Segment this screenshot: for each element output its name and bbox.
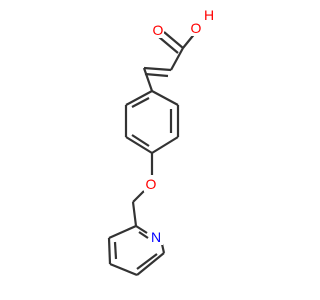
label-bg-carbonyl-o [152, 22, 164, 38]
label-bg-ether-o [144, 176, 158, 192]
bond-pyridine-3 [136, 252, 165, 276]
bond-pyridine-4 [109, 262, 138, 277]
bond-pyridine-inner-2 [136, 253, 158, 270]
atom-hydroxyl-oxygen: O [191, 20, 202, 36]
atom-ether-oxygen: O [146, 176, 157, 192]
bond-c-carbonyl-o-2 [158, 36, 179, 54]
bond-ch2-pyridine [131, 201, 138, 227]
bond-benzene-3 [151, 136, 179, 154]
bond-alkene-ring [142, 67, 154, 92]
bond-c-carbonyl-o-1 [163, 31, 184, 49]
bond-benzene-6 [125, 90, 153, 106]
bond-alkene-1 [143, 66, 172, 72]
bond-benzene-1 [151, 90, 179, 106]
bond-pyridine-inner-3 [113, 241, 118, 260]
bond-pyridine-5 [107, 237, 112, 265]
atom-pyridine-nitrogen: N [151, 229, 161, 245]
atom-carbonyl-oxygen: O [153, 22, 164, 38]
bond-layer [107, 31, 197, 277]
bond-pyridine-inner-1 [138, 231, 149, 239]
bond-pyridine-2 [160, 243, 166, 254]
bond-pyridine-6 [108, 224, 137, 240]
molecule-diagram: O H O O N [107, 7, 214, 277]
bond-benzene-inner-3 [131, 97, 150, 108]
bond-alkene-2 [144, 72, 169, 78]
atom-hydroxyl-hydrogen: H [204, 7, 214, 23]
label-bg-hydroxyl-o [191, 20, 202, 36]
label-bg-pyridine-n [149, 229, 163, 245]
atom-label-layer: O H O O N [144, 7, 214, 245]
bond-benzene-inner-2 [131, 134, 150, 147]
bond-benzene-4 [125, 136, 153, 154]
bond-acid-alkene [170, 47, 184, 71]
bond-pyridine-1 [135, 225, 148, 234]
bond-ether-ch2 [132, 190, 145, 203]
